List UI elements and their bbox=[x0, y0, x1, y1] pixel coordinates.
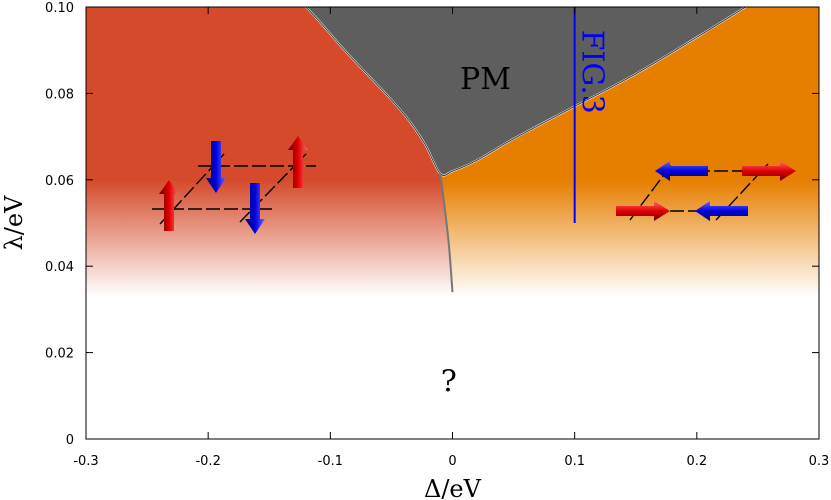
x-tick-label: 0.1 bbox=[564, 454, 585, 469]
spin-up-arrow-icon bbox=[288, 136, 308, 188]
fig3-marker-label: FIG.3 bbox=[575, 30, 610, 114]
y-axis-label: λ/eV bbox=[0, 195, 28, 251]
spin-left-arrow-icon bbox=[655, 161, 708, 181]
y-tick-label: 0.06 bbox=[45, 174, 74, 189]
x-tick-label: 0.3 bbox=[809, 454, 830, 469]
spin-down-arrow-icon bbox=[245, 183, 265, 234]
spin-schematic-left bbox=[152, 136, 316, 234]
phase-divider-line bbox=[439, 173, 454, 293]
region-left-phase bbox=[86, 7, 453, 439]
region-label-unknown: ? bbox=[441, 364, 457, 399]
spin-left-arrow-icon bbox=[695, 201, 748, 221]
spin-schematic-right bbox=[616, 161, 796, 221]
region-right-phase bbox=[440, 7, 819, 439]
y-axis: 0 0.02 0.04 0.06 0.08 0.10 bbox=[45, 1, 819, 448]
x-tick-label: -0.2 bbox=[195, 454, 220, 469]
spin-up-arrow-icon bbox=[159, 180, 179, 231]
x-axis: -0.3 -0.2 -0.1 0 0.1 0.2 0.3 bbox=[73, 7, 829, 469]
y-tick-label: 0.10 bbox=[45, 1, 74, 16]
region-pm bbox=[305, 7, 746, 176]
x-tick-label: 0.2 bbox=[686, 454, 707, 469]
spin-down-arrow-icon bbox=[206, 141, 226, 193]
x-tick-label: 0 bbox=[448, 454, 456, 469]
plot-area bbox=[86, 7, 819, 439]
spin-right-arrow-icon bbox=[742, 161, 796, 181]
y-tick-label: 0.08 bbox=[45, 87, 74, 102]
region-label-pm: PM bbox=[460, 62, 511, 97]
spin-right-arrow-icon bbox=[616, 201, 670, 221]
y-tick-label: 0.02 bbox=[45, 347, 74, 362]
y-tick-label: 0.04 bbox=[45, 260, 74, 275]
x-axis-label: Δ/eV bbox=[424, 475, 482, 500]
x-tick-label: -0.1 bbox=[318, 454, 343, 469]
x-tick-label: -0.3 bbox=[73, 454, 98, 469]
y-tick-label: 0 bbox=[66, 433, 74, 448]
